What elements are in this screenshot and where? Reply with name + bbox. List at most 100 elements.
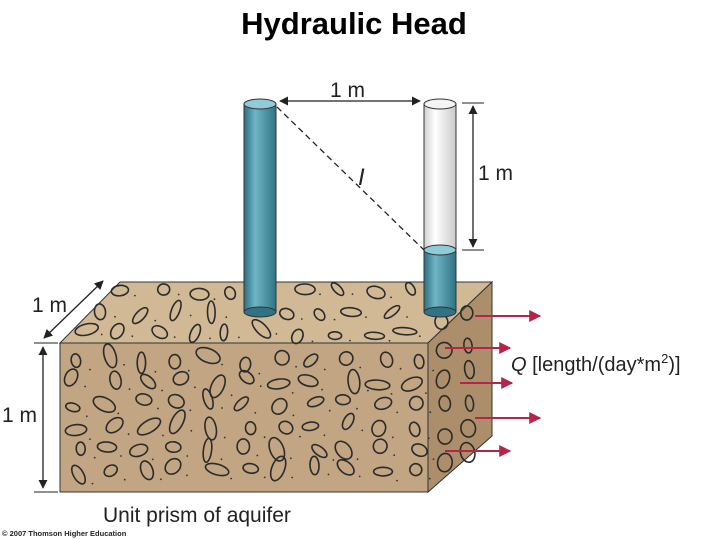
pebble <box>75 441 87 457</box>
sand-grain <box>100 333 103 336</box>
pebble <box>278 420 294 435</box>
pebble <box>313 308 326 322</box>
pebble <box>338 350 354 367</box>
pebble <box>436 452 454 473</box>
pebble <box>438 394 452 412</box>
pebble <box>156 283 171 296</box>
sand-grain <box>225 316 228 319</box>
pebble <box>251 318 272 339</box>
sand-grain <box>291 392 294 394</box>
pebble <box>408 421 421 438</box>
sand-grain <box>258 372 261 375</box>
sand-grain <box>291 476 294 479</box>
pebble <box>169 299 182 322</box>
pebble <box>404 281 417 296</box>
sand-grain <box>189 409 192 412</box>
sand-grain <box>406 316 408 318</box>
sand-grain <box>327 473 330 476</box>
flux-arrows <box>445 310 542 457</box>
pebble <box>459 305 474 321</box>
pebble <box>164 457 182 475</box>
pebble <box>63 368 79 387</box>
sand-grain <box>117 412 120 415</box>
pebble <box>366 285 386 300</box>
sand-grain <box>177 293 180 296</box>
sand-grain <box>131 335 134 338</box>
sand-grain <box>186 455 189 457</box>
sand-grain <box>275 333 278 335</box>
sand-grain <box>187 369 190 372</box>
pebble <box>464 394 475 412</box>
pebble <box>110 284 130 297</box>
pebble <box>172 370 190 386</box>
sand-grain <box>390 296 392 299</box>
sand-grain <box>427 437 430 440</box>
sand-grain <box>418 335 421 338</box>
sand-grain <box>221 407 223 409</box>
pebble <box>70 464 87 485</box>
pebble <box>269 455 287 482</box>
sand-grain <box>328 409 331 412</box>
pebble <box>379 351 394 369</box>
sand-grain <box>300 318 303 320</box>
sand-grain <box>154 370 157 373</box>
pebble <box>341 412 355 431</box>
pebble <box>372 466 394 477</box>
sand-grain <box>323 368 326 371</box>
pebble <box>189 287 210 301</box>
sand-grain <box>351 293 354 295</box>
sand-grain <box>151 458 154 461</box>
pebble <box>233 396 250 412</box>
pebble <box>244 421 257 436</box>
pebble <box>109 322 125 340</box>
pebble <box>136 351 147 375</box>
pebble <box>372 438 388 455</box>
sand-grain <box>311 340 314 343</box>
sand-grain <box>321 388 323 391</box>
sand-grain <box>333 318 336 321</box>
sand-grain <box>173 336 176 338</box>
sand-grain <box>292 414 295 417</box>
left-piezometer <box>243 98 277 318</box>
sand-grain <box>432 369 434 372</box>
sand-grain <box>365 316 367 318</box>
pebble <box>168 409 186 435</box>
top-width-label: 1 m <box>330 79 365 102</box>
height-label: 1 m <box>2 404 37 427</box>
pebble <box>400 376 424 392</box>
pebble <box>223 286 237 301</box>
sand-grain <box>289 457 292 460</box>
pebble <box>278 307 295 321</box>
pebble <box>168 353 182 370</box>
pebble <box>64 402 81 413</box>
pebble <box>463 337 473 354</box>
pebble <box>435 369 451 389</box>
page-title: Hydraulic Head <box>241 6 467 41</box>
pebble <box>219 323 229 342</box>
sand-grain <box>428 477 431 480</box>
pebble <box>309 455 320 476</box>
sand-grain <box>160 478 162 481</box>
pebble <box>268 436 286 462</box>
pebble <box>202 437 213 464</box>
sand-grain <box>295 365 297 368</box>
sand-grain <box>91 482 94 485</box>
pebble <box>64 423 88 437</box>
sand-grain <box>299 435 301 438</box>
pebble <box>290 328 304 345</box>
pebble <box>204 462 230 477</box>
pebble <box>266 378 291 390</box>
pebble <box>347 368 361 395</box>
sand-grain <box>89 368 91 371</box>
pebble <box>239 356 252 373</box>
sand-grain <box>162 434 164 437</box>
sand-grain <box>361 429 364 432</box>
sand-grain <box>359 366 362 369</box>
sand-grain <box>393 454 396 457</box>
depth-label: 1 m <box>32 294 67 317</box>
sand-grain <box>390 393 393 395</box>
pebble <box>109 370 122 390</box>
pebble <box>202 388 214 410</box>
sand-grain <box>396 479 398 482</box>
pebble <box>363 331 386 341</box>
